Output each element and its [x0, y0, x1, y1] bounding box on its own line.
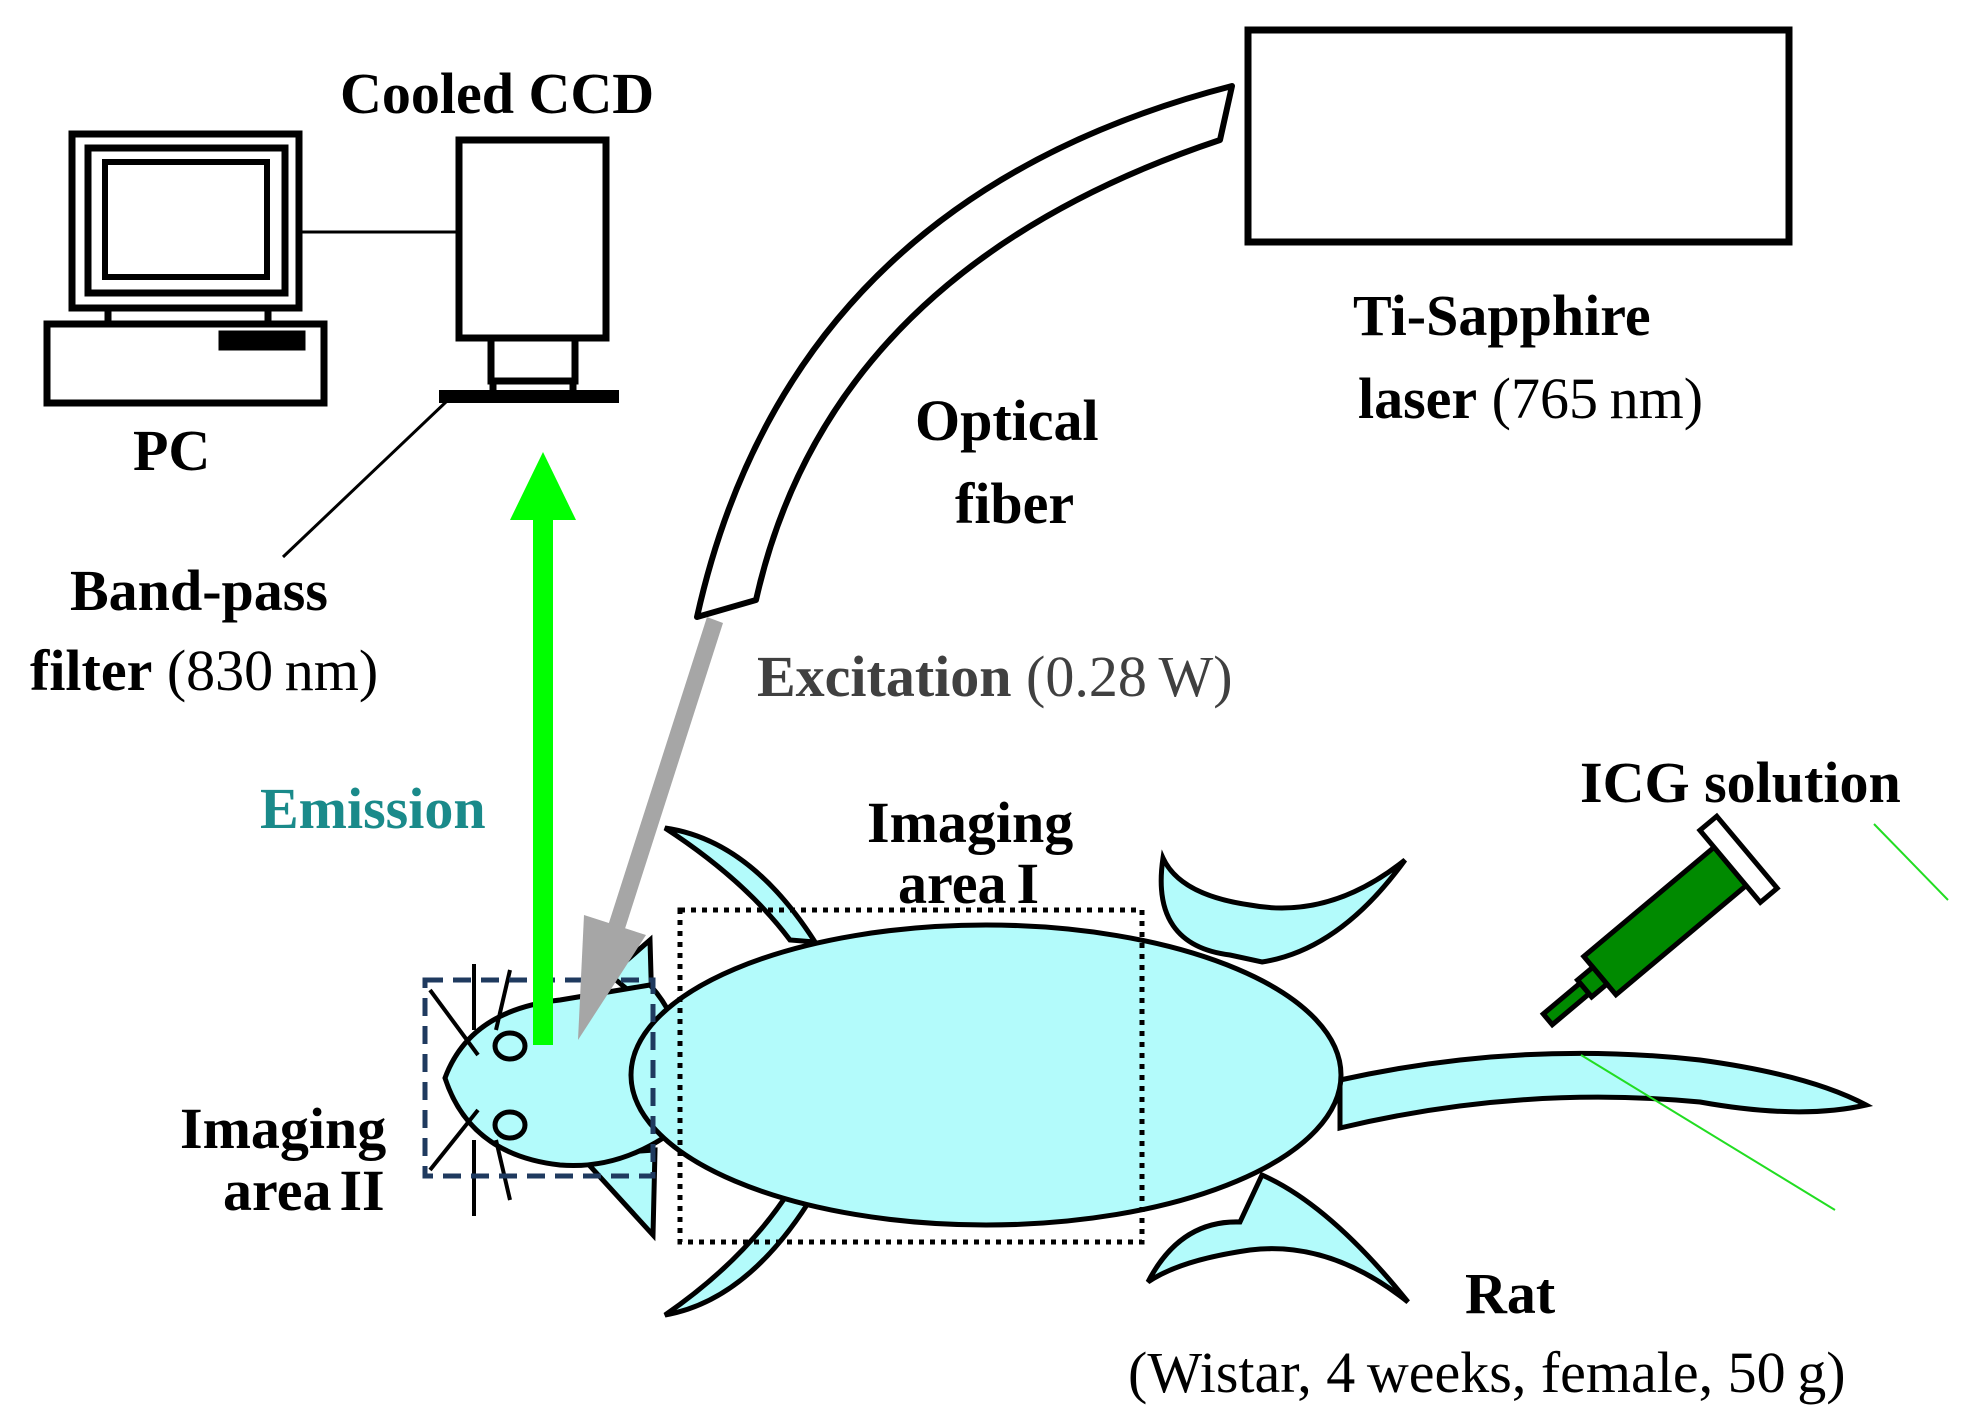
label-rat: Rat: [1465, 1261, 1556, 1326]
pc-computer: [43, 130, 328, 407]
label-band-pass-wavelength: (830 nm): [152, 638, 378, 703]
label-band-pass-line1: Band-pass: [70, 558, 328, 623]
label-laser-line2: laser (765 nm): [1358, 366, 1703, 431]
optical-fiber: [694, 83, 1235, 620]
band-pass-filter-pointer: [281, 399, 449, 559]
label-laser-wavelength: (765 nm): [1477, 366, 1703, 431]
rat-tail: [1337, 1050, 1874, 1132]
label-emission: Emission: [260, 776, 486, 841]
label-laser-line1: Ti-Sapphire: [1353, 283, 1651, 348]
label-icg-solution: ICG solution: [1580, 750, 1901, 815]
label-imaging-area-1-line1: Imaging: [867, 790, 1073, 855]
rat-eye-upper: [492, 1030, 528, 1062]
label-excitation: Excitation (0.28 W): [757, 644, 1233, 709]
label-band-pass-filter: filter: [30, 638, 152, 703]
label-optical-line1: Optical: [915, 388, 1099, 453]
label-rat-details: (Wistar, 4 weeks, female, 50 g): [1128, 1340, 1846, 1405]
rat-body: [628, 922, 1344, 1228]
label-imaging-area-1-word: area: [898, 851, 1006, 916]
cooled-ccd-camera: [439, 136, 619, 403]
label-optical-line2: fiber: [955, 471, 1074, 536]
rat-front-left-leg: [663, 825, 820, 945]
label-band-pass-line2: filter (830 nm): [30, 638, 378, 703]
rat-eye-lower: [492, 1109, 528, 1141]
label-cooled-ccd: Cooled CCD: [340, 61, 654, 126]
rat-hind-right-leg: [1145, 1171, 1410, 1304]
label-imaging-area-2-line1: Imaging: [180, 1096, 386, 1161]
excitation-arrow: [578, 617, 723, 1040]
icg-syringe: [1539, 812, 1949, 1211]
label-excitation-power: (0.28 W): [1012, 644, 1233, 709]
label-laser-word: laser: [1358, 366, 1477, 431]
rat-front-right-leg: [663, 1187, 820, 1318]
emission-arrow: [510, 452, 576, 1045]
label-imaging-area-2-numeral: II: [339, 1158, 384, 1223]
imaging-area-1-box: [677, 907, 1145, 1245]
label-pc: PC: [133, 418, 210, 483]
ti-sapphire-laser-box: [1244, 26, 1793, 246]
rat: [442, 825, 1874, 1318]
label-imaging-area-2-word: area: [223, 1158, 331, 1223]
rat-hind-left-leg: [1158, 849, 1408, 965]
label-excitation-word: Excitation: [757, 644, 1012, 709]
label-imaging-area-1-numeral: I: [1016, 851, 1039, 916]
